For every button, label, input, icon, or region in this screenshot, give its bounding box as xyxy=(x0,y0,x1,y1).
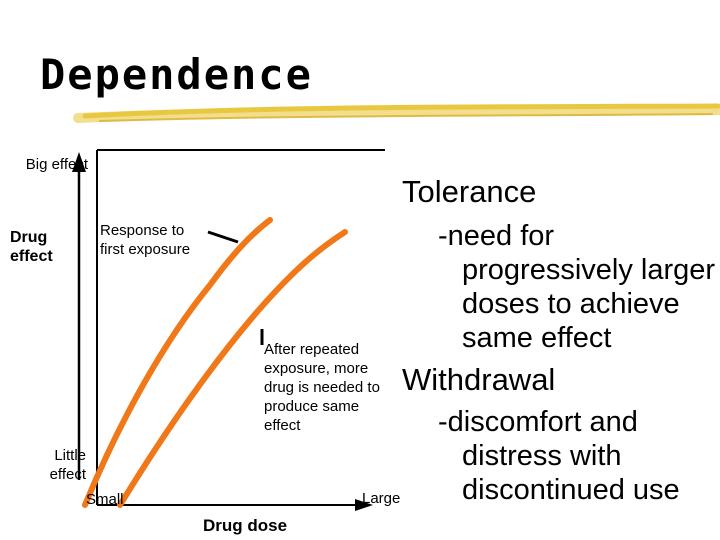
repeated-exposure-curve xyxy=(117,229,348,508)
withdrawal-heading: Withdrawal xyxy=(402,362,556,397)
title-underline-stroke xyxy=(73,103,720,123)
x-axis-arrow-icon xyxy=(355,499,373,511)
y-top-label: Big effect xyxy=(25,156,88,173)
y-axis-arrow-icon xyxy=(72,152,86,172)
tolerance-text: -need for progressively larger doses to … xyxy=(438,220,716,354)
curve2-label: After repeated exposure, more drug is ne… xyxy=(264,341,380,434)
withdrawal-text: -discomfort and distress with discontinu… xyxy=(438,406,680,506)
x-axis-title: Drug dose xyxy=(203,516,288,535)
y-bottom-label: Little effect xyxy=(49,447,86,483)
x-right-label: Large xyxy=(362,490,401,507)
curve1-label: Response to first exposure xyxy=(100,222,191,258)
tolerance-heading: Tolerance xyxy=(402,174,537,209)
y-axis-title: Drug effect xyxy=(10,229,53,265)
curve1-label-pointer xyxy=(207,230,239,244)
first-exposure-curve xyxy=(82,217,273,508)
x-left-label: Small xyxy=(86,491,124,508)
page-title: Dependence xyxy=(40,50,313,99)
